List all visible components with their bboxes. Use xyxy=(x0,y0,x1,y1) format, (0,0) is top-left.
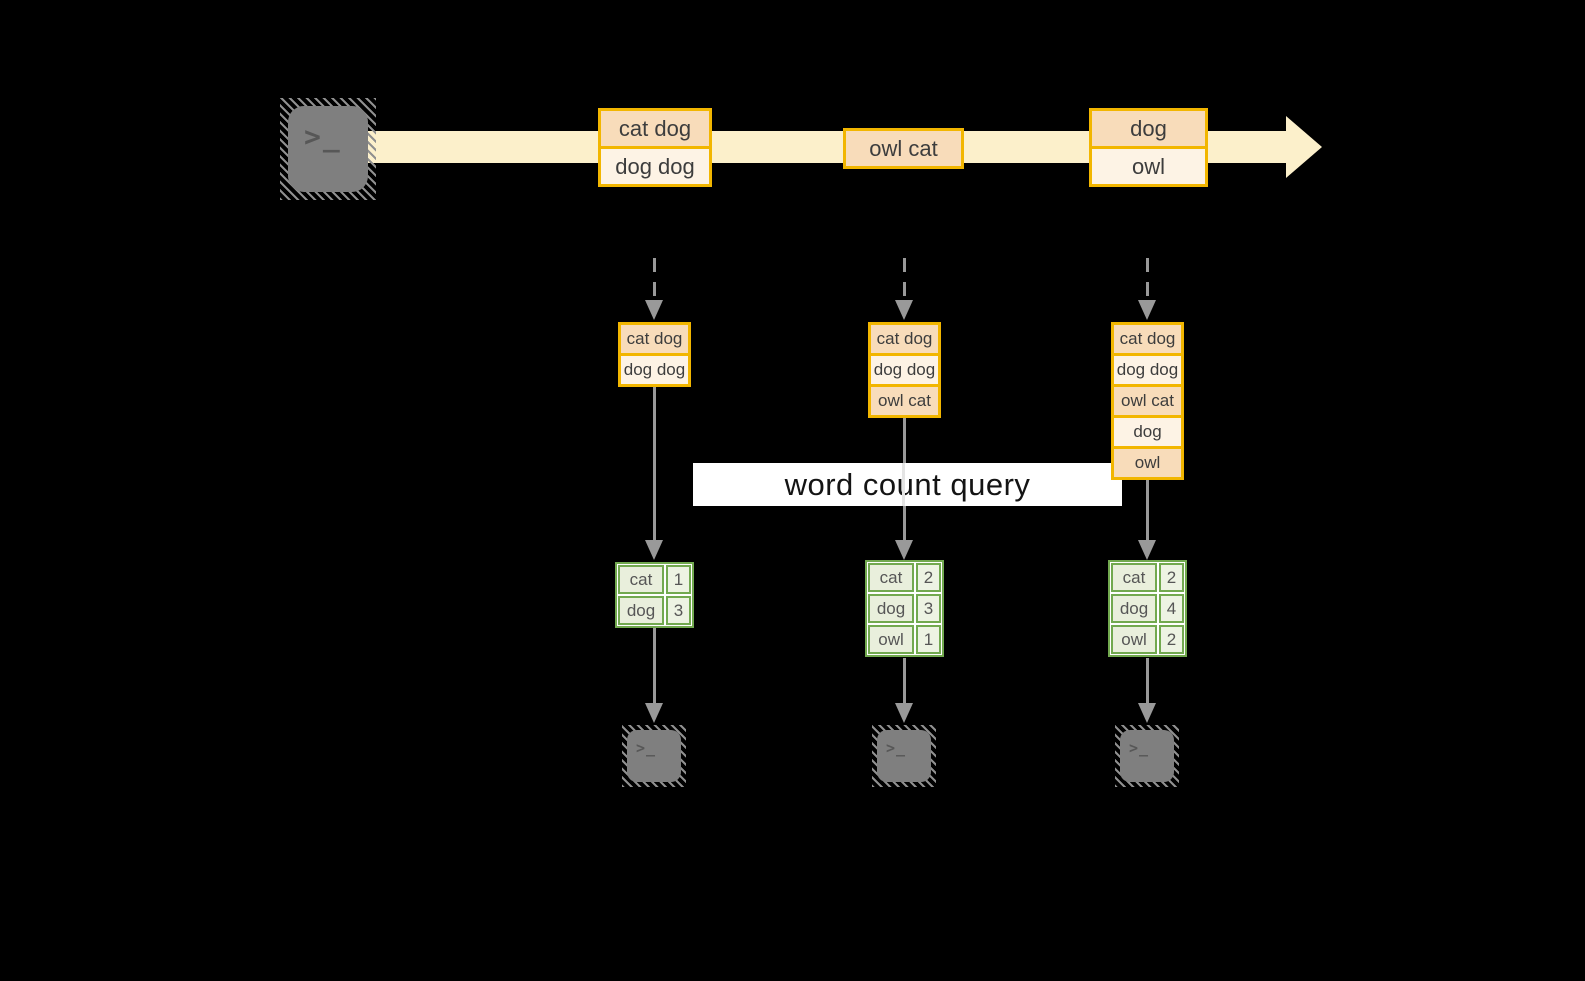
state-stack: cat dog dog dog owl cat dog owl xyxy=(1111,322,1184,480)
arrow-down xyxy=(893,658,915,723)
state-row: dog dog xyxy=(618,353,691,387)
count-table-word: dog xyxy=(618,596,664,625)
count-table-word: cat xyxy=(618,565,664,594)
source-terminal-icon: >_ xyxy=(280,98,376,200)
arrow-overlay-stripe xyxy=(902,463,905,506)
stream-record: dog owl xyxy=(1089,108,1208,187)
arrowhead-icon xyxy=(645,540,663,560)
state-row: owl xyxy=(1111,446,1184,480)
stream-record-line: owl xyxy=(1089,146,1208,187)
stream-record-line: cat dog xyxy=(598,108,712,149)
state-row: dog dog xyxy=(1111,353,1184,387)
sink-terminal-icon: >_ xyxy=(1115,725,1179,787)
arrow-down xyxy=(1136,480,1158,560)
arrowhead-icon xyxy=(895,540,913,560)
state-stack: cat dog dog dog xyxy=(618,322,691,387)
state-row: dog dog xyxy=(868,353,941,387)
arrow-down xyxy=(643,628,665,723)
query-label: word count query xyxy=(784,466,1031,502)
arrow-line xyxy=(652,387,656,540)
arrowhead-icon xyxy=(1138,300,1156,320)
stream-record: cat dog dog dog xyxy=(598,108,712,187)
terminal-prompt-glyph: >_ xyxy=(636,739,657,757)
stream-record-line: owl cat xyxy=(843,128,964,169)
count-table: cat 2 dog 3 owl 1 xyxy=(865,560,944,657)
count-table-word: owl xyxy=(1111,625,1157,654)
arrow-line xyxy=(652,628,656,703)
dashed-arrow-down xyxy=(643,258,665,320)
stream-arrowhead xyxy=(1286,116,1322,178)
count-table: cat 2 dog 4 owl 2 xyxy=(1108,560,1187,657)
arrowhead-icon xyxy=(645,300,663,320)
state-row: dog xyxy=(1111,415,1184,449)
state-row: owl cat xyxy=(868,384,941,418)
terminal-icon: >_ xyxy=(877,730,931,782)
count-table: cat 1 dog 3 xyxy=(615,562,694,628)
terminal-prompt-glyph: >_ xyxy=(886,739,907,757)
count-table-count: 1 xyxy=(666,565,691,594)
count-table-word: cat xyxy=(868,563,914,592)
count-table-word: cat xyxy=(1111,563,1157,592)
count-table-word: dog xyxy=(868,594,914,623)
arrow-line xyxy=(1145,480,1149,540)
count-table-count: 1 xyxy=(916,625,941,654)
count-table-word: dog xyxy=(1111,594,1157,623)
arrowhead-icon xyxy=(1138,540,1156,560)
count-table-count: 2 xyxy=(1159,563,1184,592)
arrowhead-icon xyxy=(645,703,663,723)
count-table-count: 2 xyxy=(1159,625,1184,654)
state-row: cat dog xyxy=(1111,322,1184,356)
arrow-line xyxy=(902,658,906,703)
arrow-line xyxy=(1145,658,1149,703)
count-table-count: 2 xyxy=(916,563,941,592)
query-label-banner: word count query xyxy=(693,463,1122,506)
terminal-prompt-glyph: >_ xyxy=(1129,739,1150,757)
arrow-line xyxy=(652,258,656,300)
state-row: cat dog xyxy=(618,322,691,356)
count-table-count: 3 xyxy=(916,594,941,623)
dashed-arrow-down xyxy=(893,258,915,320)
arrow-line xyxy=(1145,258,1149,300)
state-row: owl cat xyxy=(1111,384,1184,418)
terminal-icon: >_ xyxy=(288,106,368,192)
terminal-prompt-glyph: >_ xyxy=(304,120,342,153)
stream-record: owl cat xyxy=(843,128,964,169)
arrow-line xyxy=(902,258,906,300)
arrowhead-icon xyxy=(1138,703,1156,723)
arrowhead-icon xyxy=(895,300,913,320)
sink-terminal-icon: >_ xyxy=(622,725,686,787)
dashed-arrow-down xyxy=(1136,258,1158,320)
stream-record-line: dog dog xyxy=(598,146,712,187)
terminal-icon: >_ xyxy=(627,730,681,782)
state-row: cat dog xyxy=(868,322,941,356)
terminal-icon: >_ xyxy=(1120,730,1174,782)
arrowhead-icon xyxy=(895,703,913,723)
count-table-word: owl xyxy=(868,625,914,654)
count-table-count: 3 xyxy=(666,596,691,625)
state-stack: cat dog dog dog owl cat xyxy=(868,322,941,418)
arrow-down xyxy=(1136,658,1158,723)
stream-record-line: dog xyxy=(1089,108,1208,149)
arrow-down xyxy=(643,387,665,560)
sink-terminal-icon: >_ xyxy=(872,725,936,787)
count-table-count: 4 xyxy=(1159,594,1184,623)
